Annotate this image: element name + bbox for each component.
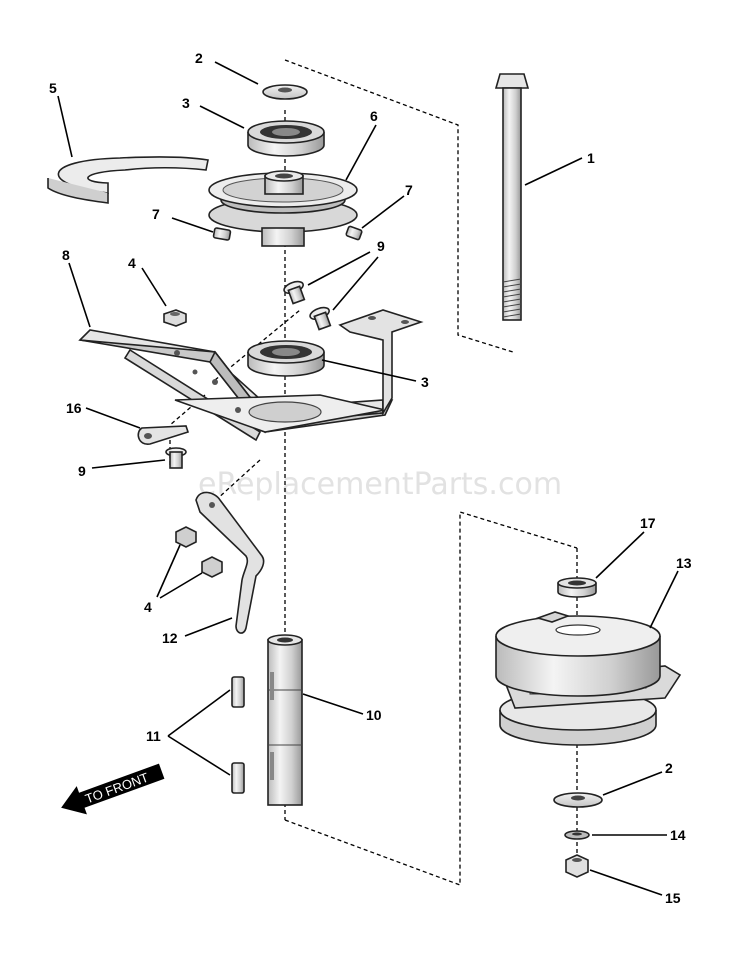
- keys-part: [231, 676, 245, 794]
- callout-2-lower: 2: [665, 760, 673, 776]
- electric-clutch-part: [495, 611, 682, 746]
- bearing-lower-part: [247, 340, 325, 377]
- callout-6: 6: [370, 108, 378, 124]
- bearing-top-part: [247, 120, 325, 157]
- callout-3-top: 3: [182, 95, 190, 111]
- callout-4-lower: 4: [144, 599, 152, 615]
- watermark-text: eReplacementParts.com: [198, 467, 562, 502]
- callout-numbers: 2 3 6 5 1 7 7 9 8 4 3 16 9 4 12 10 11 17…: [49, 50, 692, 906]
- callout-3-lower: 3: [421, 374, 429, 390]
- lock-washer-part: [564, 830, 590, 840]
- pulley-part: [208, 170, 358, 247]
- angle-bracket-part: [195, 491, 265, 634]
- callout-7-right: 7: [405, 182, 413, 198]
- shaft-part: [267, 634, 303, 806]
- nut-upper-part: [163, 309, 187, 327]
- nut-bottom-part: [565, 854, 589, 878]
- callout-1: 1: [587, 150, 595, 166]
- callout-5: 5: [49, 80, 57, 96]
- cable-clamp-part: [137, 425, 190, 445]
- nuts-lower-part: [175, 526, 223, 578]
- callout-17: 17: [640, 515, 656, 531]
- callout-9-top: 9: [377, 238, 385, 254]
- washer-lower-part: [553, 792, 603, 808]
- leader-lines: [57, 61, 679, 896]
- callout-4-top: 4: [128, 255, 136, 271]
- bolt-part: [494, 73, 530, 321]
- belt-guard-part: [47, 156, 209, 204]
- callout-16: 16: [66, 400, 82, 416]
- callout-11: 11: [146, 728, 161, 744]
- to-front-arrow: TO FRONT: [61, 763, 165, 815]
- callout-12: 12: [162, 630, 178, 646]
- to-front-label: TO FRONT: [83, 770, 150, 807]
- callout-9-lower: 9: [78, 463, 86, 479]
- callout-8: 8: [62, 247, 70, 263]
- set-screws-part: [212, 225, 363, 241]
- spacer-part: [557, 577, 597, 598]
- callout-7-left: 7: [152, 206, 160, 222]
- mounting-bracket-part: [78, 309, 424, 442]
- callout-10: 10: [366, 707, 382, 723]
- callout-15: 15: [665, 890, 681, 906]
- washer-top-part: [262, 84, 308, 100]
- callout-2-top: 2: [195, 50, 203, 66]
- callout-13: 13: [676, 555, 692, 571]
- callout-14: 14: [670, 827, 686, 843]
- carriage-bolts-part: [165, 280, 332, 469]
